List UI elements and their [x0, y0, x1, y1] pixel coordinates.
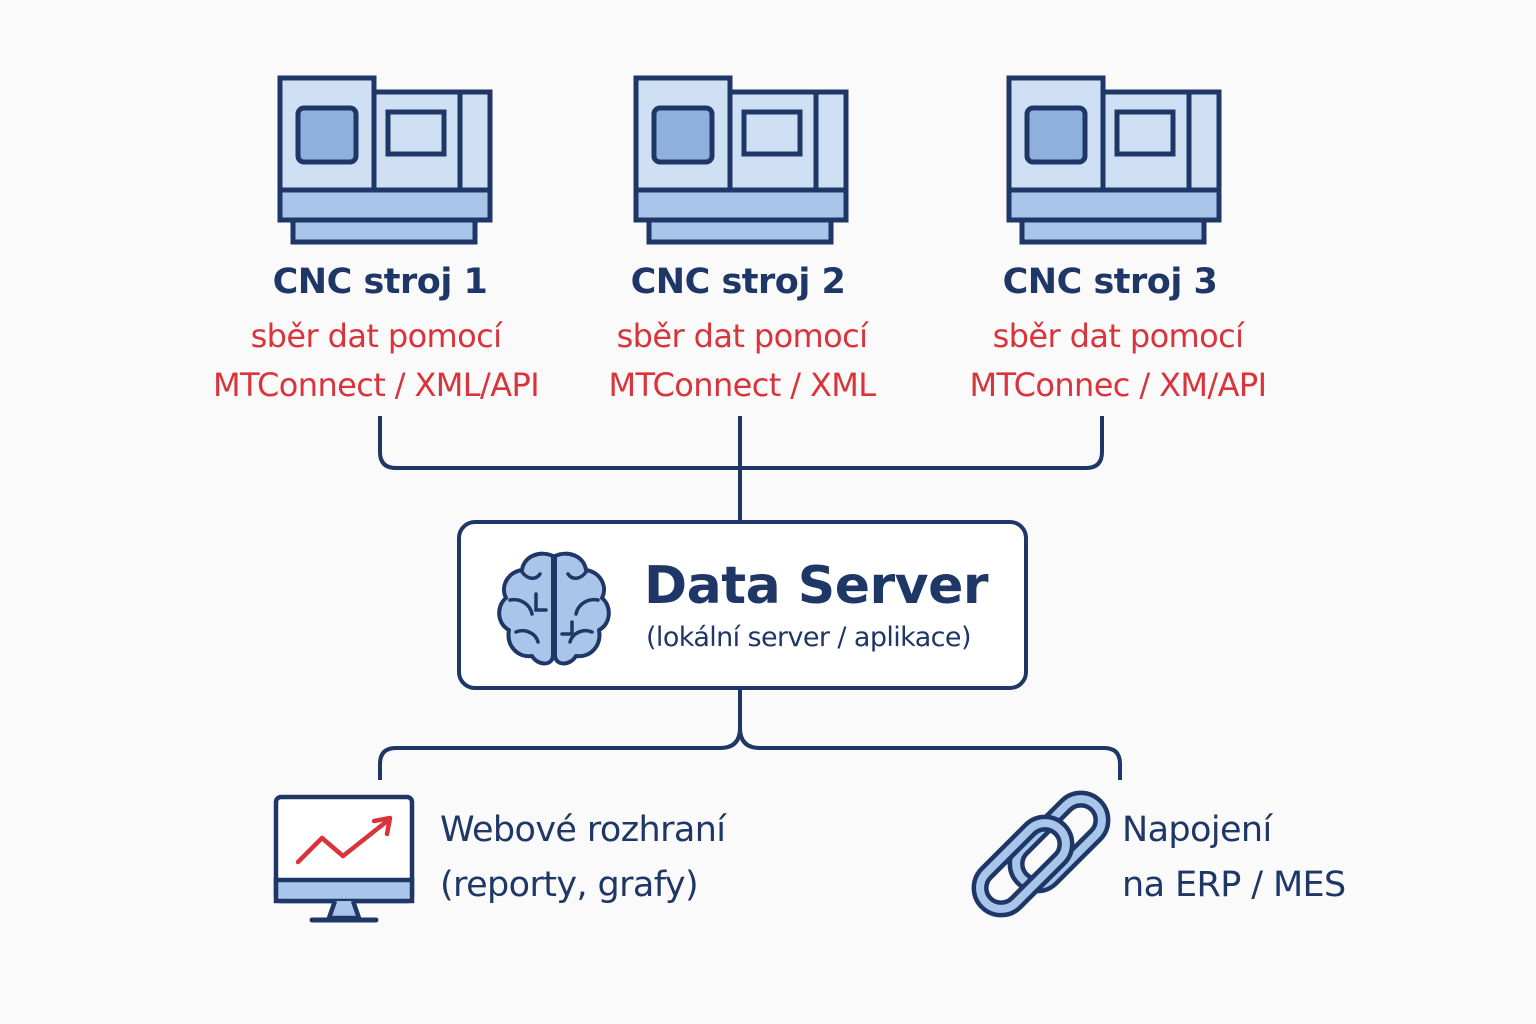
machine-2-desc-line2: MTConnect / XML [608, 366, 876, 404]
erp-connector-line [738, 727, 1122, 780]
erp-mes-line2: na ERP / MES [1122, 865, 1346, 905]
machine-3-title: CNC stroj 3 [1002, 262, 1218, 302]
machine-1-title: CNC stroj 1 [272, 262, 488, 302]
server-box [457, 520, 1028, 690]
monitor-chart-icon [273, 794, 415, 923]
machine-3-desc-line1: sběr dat pomocí [992, 317, 1244, 355]
machine-3-desc-line2: MTConnec / XM/API [969, 366, 1268, 404]
chain-link-icon [971, 790, 1111, 918]
web-interface-line2: (reporty, grafy) [440, 865, 699, 905]
brain-icon [497, 551, 611, 666]
cnc-machine-1-icon [280, 78, 490, 242]
cnc-machine-3-icon [1009, 78, 1219, 242]
server-subtitle: (lokální server / aplikace) [646, 622, 971, 653]
erp-mes-line1: Napojení [1122, 810, 1272, 850]
web-interface-label: Webové rozhraní (reporty, grafy) [440, 803, 726, 913]
server-title: Data Server [644, 556, 988, 616]
web-connector-line [378, 688, 742, 780]
machine-2-title: CNC stroj 2 [630, 262, 846, 302]
machine-1-desc-line2: MTConnect / XML/API [212, 366, 540, 404]
machine-2-desc-line1: sběr dat pomocí [616, 317, 868, 355]
machine-1-description: sběr dat pomocí MTConnect / XML/API [146, 312, 606, 410]
cnc-machine-2-icon [636, 78, 846, 242]
web-interface-line1: Webové rozhraní [440, 810, 726, 850]
machine-3-description: sběr dat pomocí MTConnec / XM/API [888, 312, 1348, 410]
machine-2-description: sběr dat pomocí MTConnect / XML [512, 312, 972, 410]
erp-mes-label: Napojení na ERP / MES [1122, 803, 1346, 913]
machine-1-desc-line1: sběr dat pomocí [250, 317, 502, 355]
